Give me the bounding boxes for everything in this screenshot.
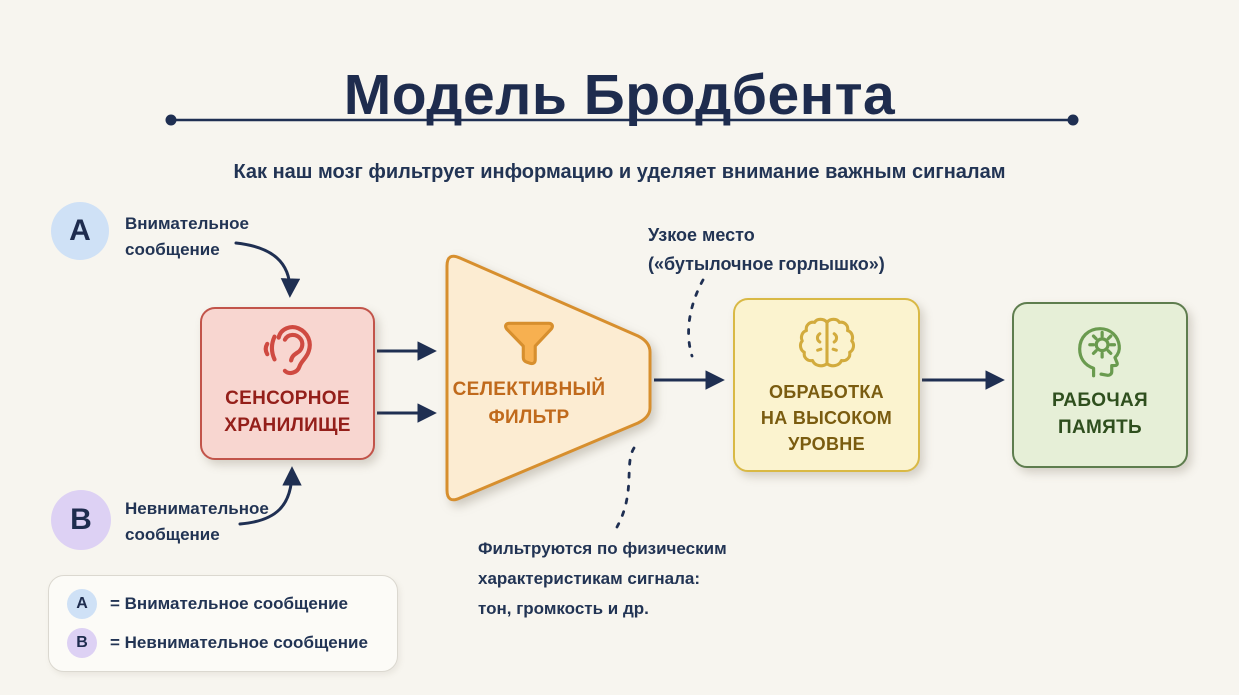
message-b-label: Невнимательное сообщение: [125, 499, 269, 544]
selective-filter-stage: СЕЛЕКТИВНЫЙ ФИЛЬТР: [448, 318, 610, 432]
high-level-processing-box: ОБРАБОТКА НА ВЫСОКОМ УРОВНЕ: [733, 298, 920, 472]
legend-b-letter: B: [76, 634, 88, 651]
title-divider: [165, 114, 1079, 126]
funnel-icon: [504, 321, 554, 366]
message-a-badge: A: [51, 202, 109, 260]
selective-filter-shape: [445, 254, 652, 502]
page-subtitle: Как наш мозг фильтрует информацию и удел…: [233, 161, 1006, 183]
sensory-store-label: СЕНСОРНОЕ ХРАНИЛИЩЕ: [224, 388, 351, 436]
bottleneck-leader-line: [687, 278, 705, 358]
message-a-letter: A: [69, 214, 91, 247]
page-title: Модель Бродбента: [343, 63, 896, 128]
legend-b-text: = Невнимательное сообщение: [110, 633, 368, 652]
filter-note-leader-line: [615, 446, 636, 529]
working-memory-box: РАБОЧАЯ ПАМЯТЬ: [1012, 302, 1188, 468]
selective-filter-label: СЕЛЕКТИВНЫЙ ФИЛЬТР: [452, 379, 606, 428]
head-gear-icon: [1078, 327, 1121, 378]
legend-a-text: = Внимательное сообщение: [110, 594, 349, 613]
high-level-processing-label: ОБРАБОТКА НА ВЫСОКОМ УРОВНЕ: [760, 382, 893, 454]
message-a-label: Внимательное сообщение: [125, 214, 249, 259]
arrow-unattended-input: [238, 466, 302, 526]
ear-icon: [263, 325, 312, 376]
legend-a-letter: A: [76, 595, 88, 612]
bottleneck-annotation: Узкое место («бутылочное горлышко»): [648, 225, 885, 274]
message-b-badge: B: [51, 490, 111, 550]
legend-box: A = Внимательное сообщение B = Невнимате…: [48, 575, 398, 672]
message-b-letter: B: [70, 503, 92, 536]
brain-icon: [798, 317, 855, 368]
legend-b-badge: B: [67, 628, 97, 658]
filter-characteristics-annotation: Фильтруются по физическим характеристика…: [478, 539, 727, 618]
legend-item-attended: A = Внимательное сообщение: [67, 589, 397, 619]
working-memory-label: РАБОЧАЯ ПАМЯТЬ: [1052, 390, 1148, 438]
arrow-attended-input: [234, 241, 301, 298]
legend-a-badge: A: [67, 589, 97, 619]
legend-item-unattended: B = Невнимательное сообщение: [67, 628, 397, 658]
sensory-store-box: СЕНСОРНОЕ ХРАНИЛИЩЕ: [200, 307, 375, 460]
